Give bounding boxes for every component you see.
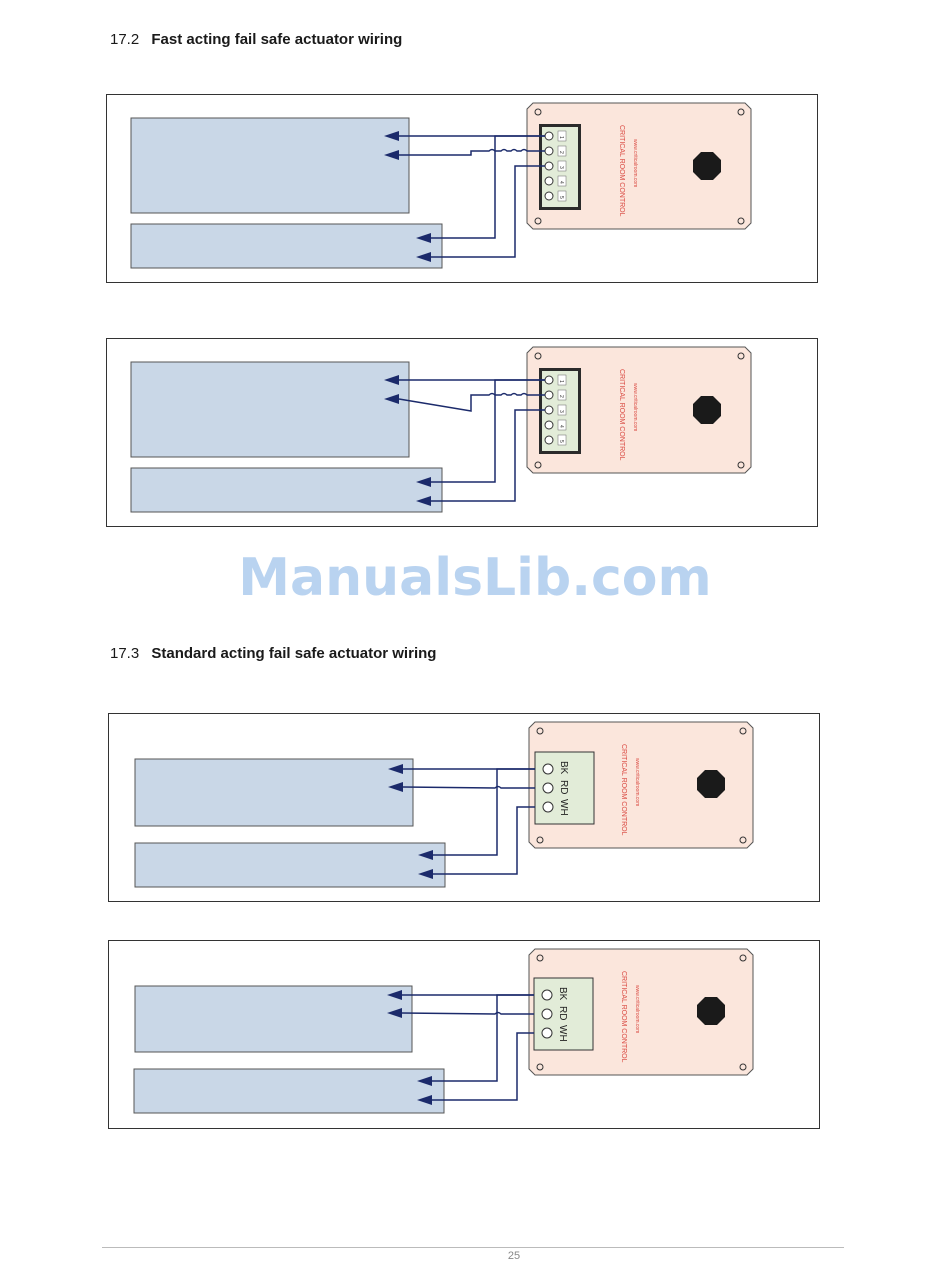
wiring-diagram-fast-1: 1 2 3 4 5 CRITICAL ROOM CONTROL www.crit…: [106, 94, 818, 283]
terminal-label-rd: RD: [557, 1006, 568, 1020]
arrow-icon: [418, 850, 433, 860]
page-number: 25: [507, 1250, 521, 1262]
arrow-icon: [387, 1008, 402, 1018]
wires: [402, 768, 535, 875]
wires: [399, 135, 545, 258]
watermark: ManualsLib.com: [238, 548, 712, 608]
arrow-icon: [387, 990, 402, 1000]
knob-icon: [693, 152, 721, 180]
section-number: 17.3: [110, 645, 140, 662]
terminal-label-wh: WH: [558, 799, 569, 816]
brand-text: CRITICAL ROOM CONTROL: [620, 971, 627, 1063]
brand-text: CRITICAL ROOM CONTROL: [620, 744, 627, 836]
footer-divider: [102, 1247, 844, 1248]
arrow-icon: [384, 150, 399, 160]
terminal-label: 3: [558, 410, 564, 413]
arrow-icon: [384, 131, 399, 141]
terminal-label: 2: [558, 395, 564, 398]
arrow-icon: [416, 496, 431, 506]
section-number: 17.2: [110, 31, 140, 48]
arrow-icon: [417, 1076, 432, 1086]
arrow-icon: [416, 477, 431, 487]
actuator-panel: [526, 346, 752, 474]
wiring-diagram-standard-1: BK RD WH CRITICAL ROOM CONTROL www.criti…: [108, 713, 820, 902]
arrow-icon: [418, 869, 433, 879]
terminal-label: 1: [558, 136, 564, 139]
arrow-icon: [384, 375, 399, 385]
arrow-icon: [417, 1095, 432, 1105]
arrow-icon: [416, 233, 431, 243]
wires: [401, 994, 534, 1101]
terminal-label: 4: [558, 181, 564, 184]
arrow-icon: [384, 394, 399, 404]
section-title: Fast acting fail safe actuator wiring: [151, 31, 403, 48]
brand-text: CRITICAL ROOM CONTROL: [618, 125, 625, 217]
terminal-label: 5: [558, 196, 564, 199]
terminal-label-rd: RD: [558, 780, 569, 794]
controller-box-lower: [134, 842, 446, 888]
section-heading-17-3: 17.3 Standard acting fail safe actuator …: [110, 645, 436, 662]
controller-box-lower: [133, 1068, 445, 1114]
section-heading-17-2: 17.2 Fast acting fail safe actuator wiri…: [110, 31, 402, 48]
url-text: www.criticalroom.com: [634, 758, 640, 806]
terminal-screws: [544, 130, 567, 202]
terminal-label: 1: [558, 380, 564, 383]
terminal-label: 4: [558, 425, 564, 428]
terminal-screws: [542, 763, 554, 813]
url-text: www.criticalroom.com: [634, 985, 640, 1033]
controller-box-upper: [134, 758, 414, 827]
section-title: Standard acting fail safe actuator wirin…: [151, 645, 437, 662]
arrow-icon: [388, 764, 403, 774]
knob-icon: [693, 396, 721, 424]
terminal-screws: [541, 989, 553, 1039]
url-text: www.criticalroom.com: [632, 383, 638, 431]
arrow-icon: [416, 252, 431, 262]
terminal-label-bk: BK: [558, 761, 569, 775]
brand-text: CRITICAL ROOM CONTROL: [618, 369, 625, 461]
controller-box-lower: [130, 467, 443, 513]
arrow-icon: [388, 782, 403, 792]
url-text: www.criticalroom.com: [632, 139, 638, 187]
knob-icon: [697, 770, 725, 798]
wiring-diagram-fast-2: 1 2 3 4 5 CRITICAL ROOM CONTROL www.crit…: [106, 338, 818, 527]
terminal-label: 3: [558, 166, 564, 169]
controller-box-upper: [134, 985, 413, 1053]
terminal-label: 2: [558, 151, 564, 154]
terminal-label-bk: BK: [557, 987, 568, 1001]
actuator-panel: [526, 102, 752, 230]
controller-box-lower: [130, 223, 443, 269]
wiring-diagram-standard-2: BK RD WH CRITICAL ROOM CONTROL www.criti…: [108, 940, 820, 1129]
wires: [398, 379, 545, 502]
controller-box-upper: [130, 361, 410, 458]
terminal-label: 5: [558, 440, 564, 443]
controller-box-upper: [130, 117, 410, 214]
terminal-label-wh: WH: [557, 1025, 568, 1042]
knob-icon: [697, 997, 725, 1025]
terminal-screws: [544, 374, 567, 446]
